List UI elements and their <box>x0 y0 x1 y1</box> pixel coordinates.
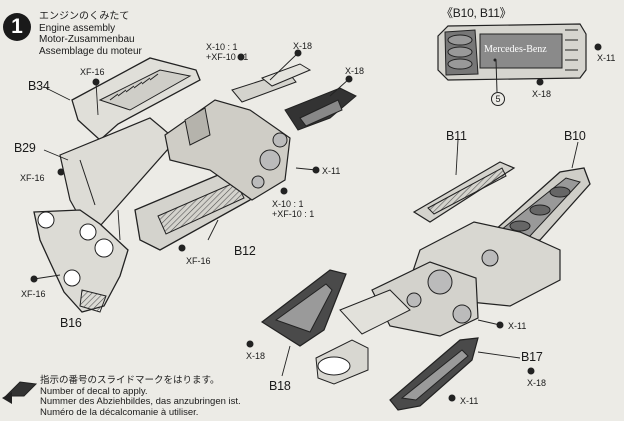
callout-x10-xf10-top: X-10 : 1 +XF-10 : 1 <box>206 42 249 62</box>
callout-x11-mid: X-11 <box>322 166 341 176</box>
decal-note-jp: 指示の番号のスライドマークをはります。 <box>40 375 220 386</box>
part-label-b12: B12 <box>234 244 256 258</box>
decal-note-de: Nummer des Abziehbildes, das anzubringen… <box>40 396 241 407</box>
title-jp: エンジンのくみたて <box>39 11 130 22</box>
callout-xf16-top: XF-16 <box>80 67 105 77</box>
part-label-b16: B16 <box>60 316 82 330</box>
callout-x18-right: X-18 <box>527 378 547 388</box>
decal-note-en: Number of decal to apply. <box>40 385 148 397</box>
part-label-b10: B10 <box>564 129 586 143</box>
callout-x18-inset: X-18 <box>532 89 552 99</box>
callout-x11-inset: X-11 <box>597 53 616 63</box>
part-b17-duct <box>389 337 479 411</box>
callout-xf16-left: XF-16 <box>20 173 45 183</box>
engine-core-right <box>371 221 561 337</box>
title-de: Motor-Zusammenbau <box>39 34 135 45</box>
inset-plate-text: Mercedes-Benz <box>484 44 547 55</box>
decal-note: 指示の番号のスライドマークをはります。 Number of decal to a… <box>40 375 241 418</box>
callout-x11-right: X-11 <box>508 321 527 331</box>
intake-pieces-top <box>231 63 357 131</box>
part-label-b34: B34 <box>28 79 50 93</box>
part-b29-panel <box>59 117 177 233</box>
callout-xf16-mid: XF-16 <box>186 256 211 266</box>
inset-label: 《B10, B11》 <box>441 6 512 20</box>
step-title: エンジンのくみたて Engine assembly Motor-Zusammen… <box>39 11 142 57</box>
part-b16-bracket <box>33 209 129 313</box>
part-label-b17: B17 <box>521 350 543 364</box>
callout-x18-top: X-18 <box>293 41 313 51</box>
leader-lines-right <box>281 139 579 377</box>
step-number-badge: 1 <box>3 13 31 41</box>
callout-x10-xf10-mid: X-10 : 1 +XF-10 : 1 <box>272 199 315 219</box>
callout-x11-bottom: X-11 <box>460 396 479 406</box>
decal-arrow-icon <box>2 381 38 404</box>
decal-number-badge: 5 <box>491 92 505 106</box>
part-b18-duct <box>260 269 411 385</box>
part-label-b18: B18 <box>269 379 291 393</box>
decal-note-fr: Numéro de la décalcomanie à utiliser. <box>40 406 199 418</box>
callout-x18-bottom: X-18 <box>246 351 266 361</box>
part-label-b29: B29 <box>14 141 36 155</box>
part-label-b11: B11 <box>446 129 467 143</box>
leader-lines-left <box>33 52 350 280</box>
callout-x18-top2: X-18 <box>345 66 365 76</box>
title-en: Engine assembly <box>39 22 116 34</box>
inset-intake-plate <box>437 23 587 93</box>
part-b12-block <box>134 99 291 251</box>
callout-xf16-bottom: XF-16 <box>21 289 46 299</box>
part-b11-rail <box>412 161 516 223</box>
title-fr: Assemblage du moteur <box>39 45 142 57</box>
part-b34-cover <box>71 57 201 141</box>
